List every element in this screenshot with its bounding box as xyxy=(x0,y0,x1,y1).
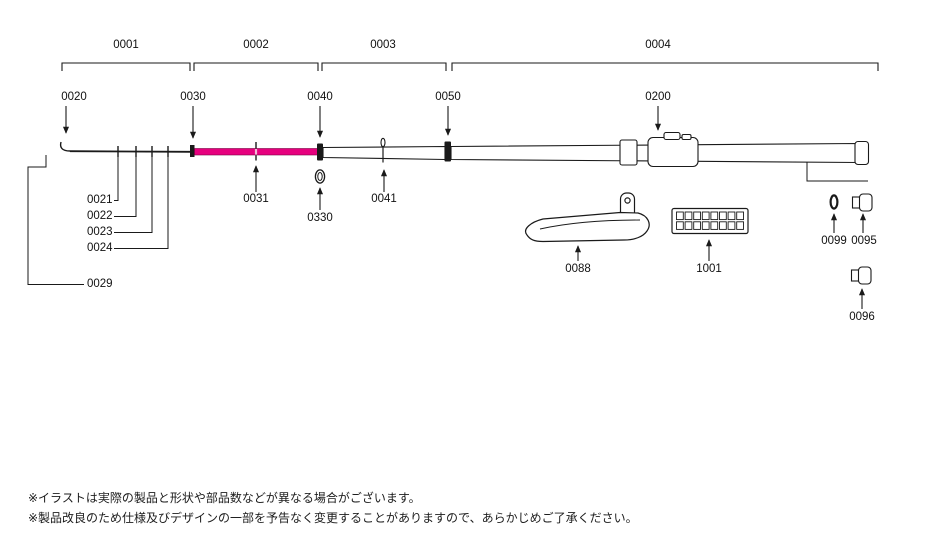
case-grid xyxy=(676,211,744,230)
bracket-0003 xyxy=(321,62,447,71)
part-label-0200: 0200 xyxy=(645,91,671,103)
part-label-0029: 0029 xyxy=(87,278,113,290)
part-label-0040: 0040 xyxy=(307,91,333,103)
reel-seat-body xyxy=(647,136,699,168)
part-label-0022: 0022 xyxy=(87,210,113,222)
butt-connector xyxy=(806,162,868,182)
bracket-0004 xyxy=(451,62,879,71)
part-label-0050: 0050 xyxy=(435,91,461,103)
guide-0031-slit xyxy=(254,149,258,155)
part-label-0020: 0020 xyxy=(61,91,87,103)
rod-section-3 xyxy=(322,145,446,161)
section-brackets xyxy=(61,62,879,71)
reel-seat-collar xyxy=(619,139,638,166)
part-label-0024: 0024 xyxy=(87,242,113,254)
disclaimer-note-2: ※製品改良のため仕様及びデザインの一部を予告なく変更することがありますので、あら… xyxy=(28,511,638,525)
tip-top xyxy=(59,141,71,152)
joint-0050 xyxy=(444,141,451,162)
part-label-0099: 0099 xyxy=(821,235,847,247)
disclaimer-note-1: ※イラストは実際の製品と形状や部品数などが異なる場合がございます。 xyxy=(28,491,421,505)
rod-illustration xyxy=(59,131,870,168)
part-label-0330: 0330 xyxy=(307,212,333,224)
stand-detail-line xyxy=(539,219,641,230)
part-label-1001: 1001 xyxy=(696,263,722,275)
connector-0029 xyxy=(27,155,84,285)
connector-0024 xyxy=(114,157,169,249)
section-label-0002: 0002 xyxy=(243,39,269,51)
case-outline xyxy=(671,207,749,235)
rod-section-1 xyxy=(69,150,191,153)
part-label-0088: 0088 xyxy=(565,263,591,275)
bracket-0001 xyxy=(61,62,191,71)
joint-0040 xyxy=(317,143,323,161)
bracket-0002 xyxy=(193,62,319,71)
connector-0022 xyxy=(114,157,137,217)
cap-0095 xyxy=(851,193,873,212)
connector-0023 xyxy=(114,157,153,233)
part-label-0030: 0030 xyxy=(180,91,206,103)
part-label-0031: 0031 xyxy=(243,193,269,205)
connector-0021 xyxy=(114,157,119,201)
stand-hole xyxy=(624,197,631,204)
section-label-0001: 0001 xyxy=(113,39,139,51)
butt-cap xyxy=(854,140,870,166)
ring-0099 xyxy=(829,194,839,210)
left-connectors xyxy=(27,155,169,285)
section-label-0003: 0003 xyxy=(370,39,396,51)
part-label-0096: 0096 xyxy=(849,311,875,323)
reel-seat-nut xyxy=(681,133,692,141)
part-label-0021: 0021 xyxy=(87,194,113,206)
part-label-0095: 0095 xyxy=(851,235,877,247)
part-label-0041: 0041 xyxy=(371,193,397,205)
section-label-0004: 0004 xyxy=(645,39,671,51)
cap-0096 xyxy=(850,266,872,285)
joint-0030 xyxy=(190,145,195,157)
reel-seat-hood xyxy=(663,131,681,141)
ring-0330 xyxy=(314,169,326,184)
guide-0041-loop xyxy=(380,137,386,148)
part-label-0023: 0023 xyxy=(87,226,113,238)
stand-body xyxy=(525,211,650,243)
case-1001 xyxy=(671,207,749,235)
stand-0088 xyxy=(525,192,650,243)
pointer-arrows xyxy=(62,106,867,309)
